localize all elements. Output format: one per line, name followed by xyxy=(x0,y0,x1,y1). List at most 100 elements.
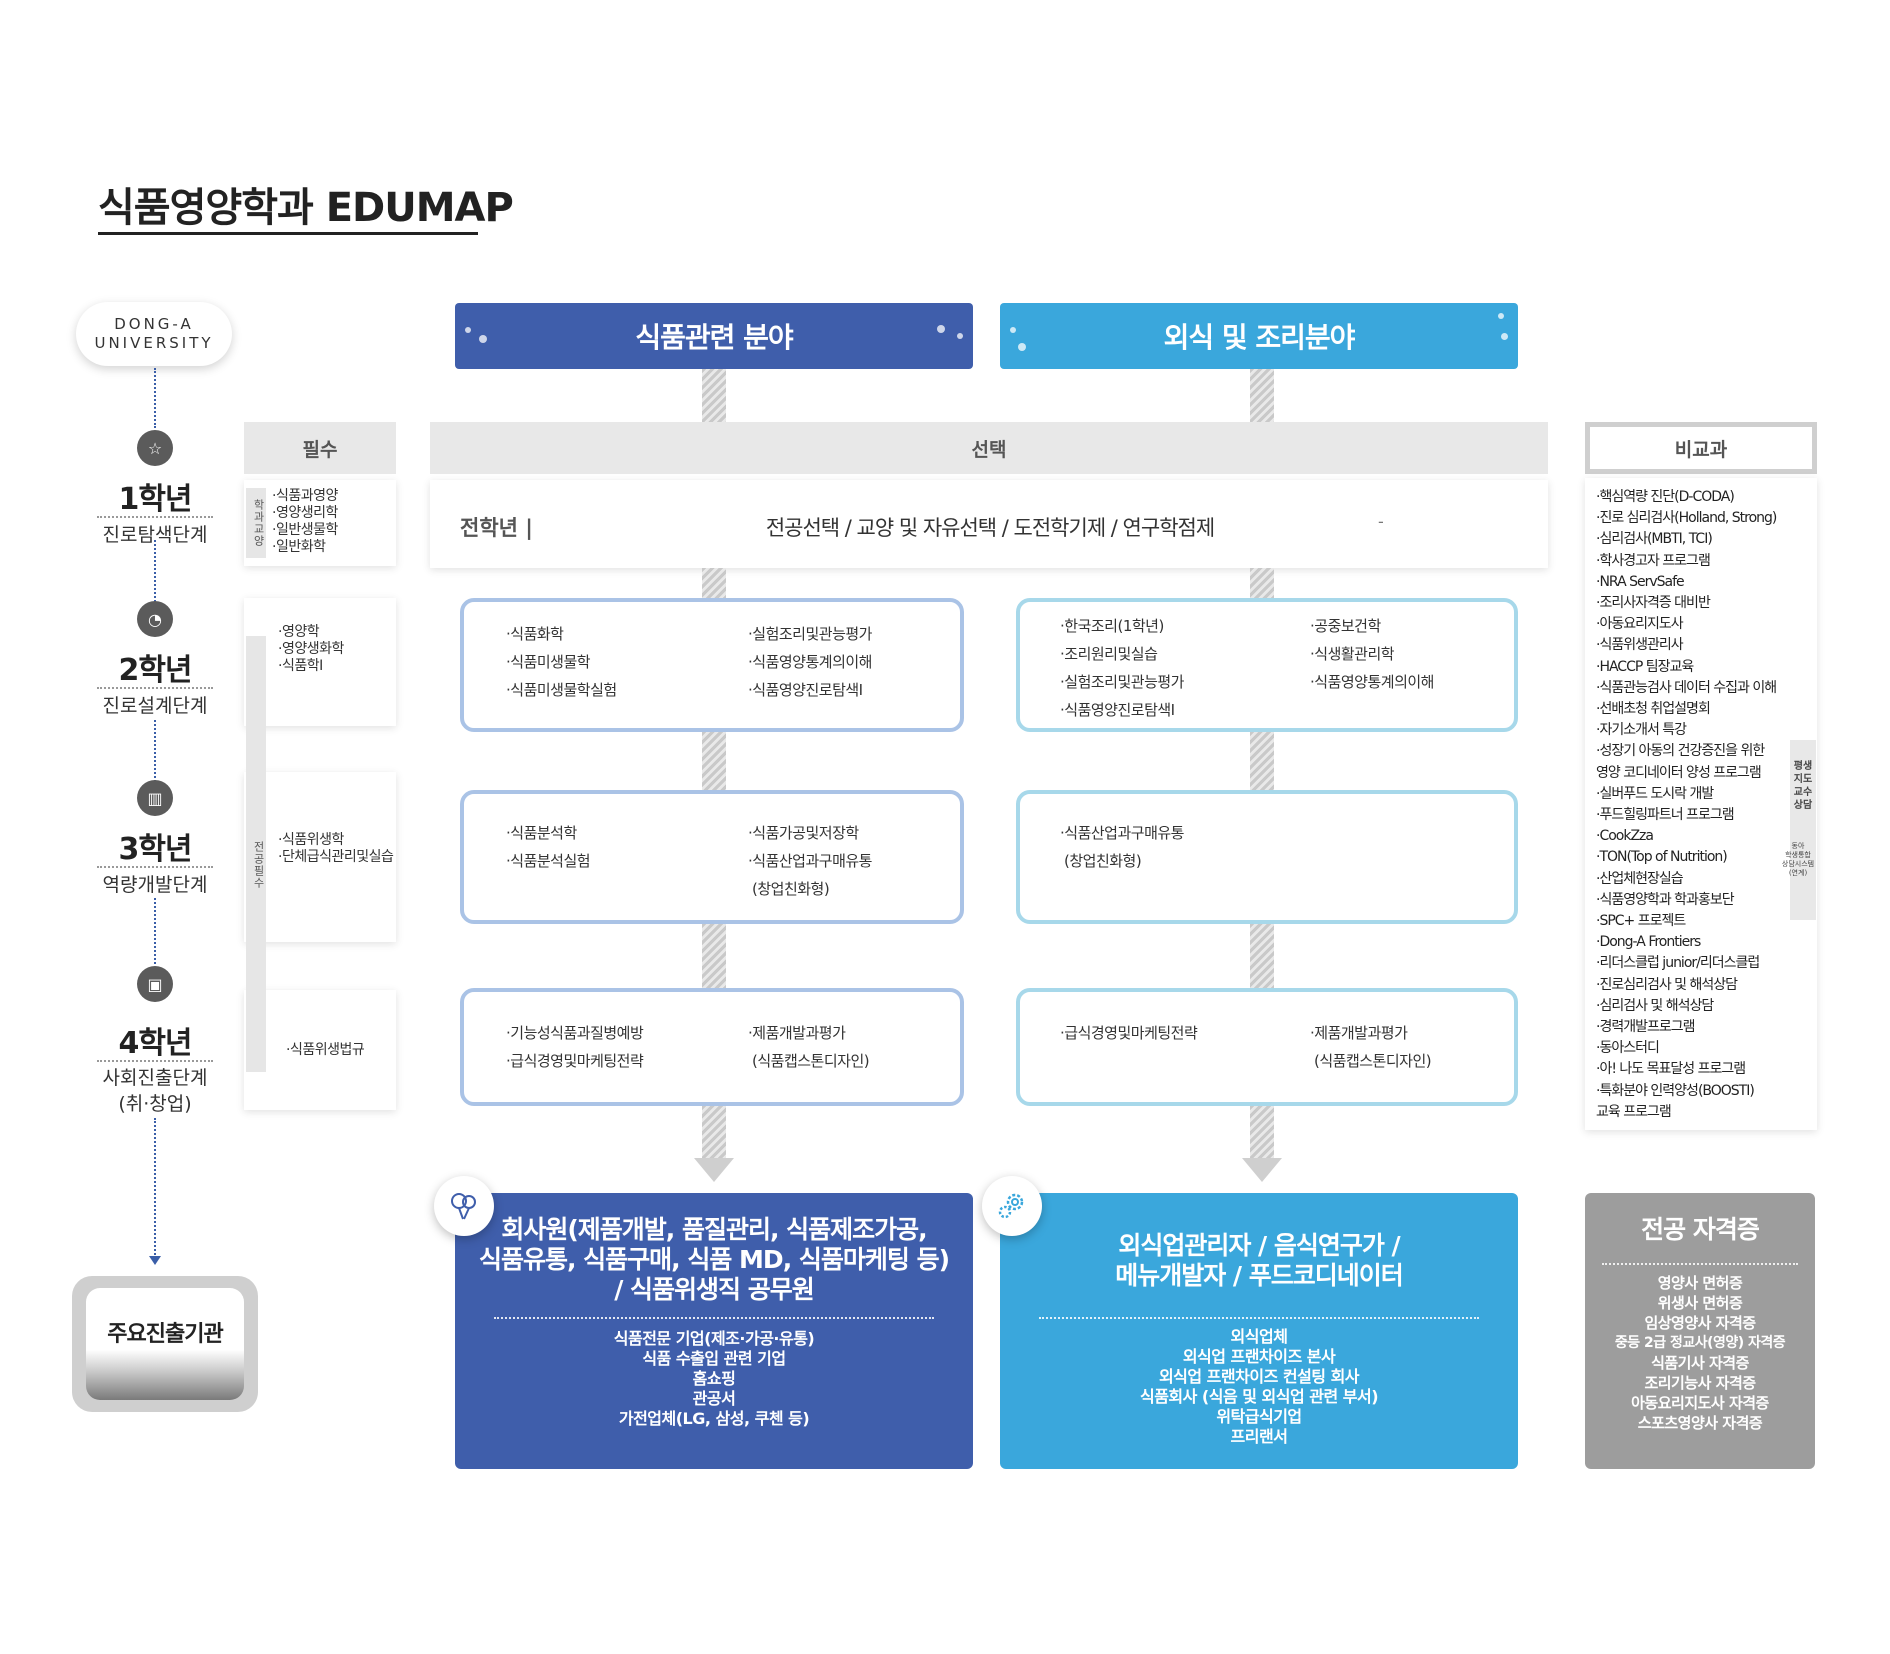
year-label: 1학년 xyxy=(118,482,192,517)
stage-label: 사회진출단계 xyxy=(102,1067,208,1089)
decor-dot xyxy=(465,327,471,333)
extra-item: ·리더스클럽 junior/리더스클럽 xyxy=(1596,955,1760,972)
decor-dot xyxy=(957,333,963,339)
course-item: ·식품미생물학실험 xyxy=(506,681,617,699)
extra-item: ·심리검사 및 해석상담 xyxy=(1596,997,1714,1014)
outcome-food-item: 식품전문 기업(제조·가공·유통) xyxy=(613,1329,815,1348)
stage-label: 진로설계단계 xyxy=(102,695,208,717)
extra-item: ·HACCP 팀장교육 xyxy=(1596,658,1694,675)
decor-dot xyxy=(479,335,487,343)
license-item: 중등 2급 정교사(영양) 자격증 xyxy=(1614,1335,1786,1351)
year-label: 4학년 xyxy=(118,1026,192,1061)
required-major-bar xyxy=(246,636,266,1072)
decor-dot xyxy=(1010,327,1016,333)
extra-item: ·식품영양학과 학과홍보단 xyxy=(1596,891,1735,908)
side-tag xyxy=(1790,740,1816,920)
decor-dot xyxy=(1018,343,1026,351)
course-item: ·식품가공및저장학 xyxy=(748,824,859,842)
required-card-year2 xyxy=(244,598,396,726)
decor-dot xyxy=(937,325,945,333)
course-item: ·식품분석실험 xyxy=(506,852,591,870)
outcome-food: 회사원(제품개발, 품질관리, 식품제조가공, 식품유통, 식품구매, 식품 M… xyxy=(455,1193,973,1469)
course-item: ·실험조리및관능평가 xyxy=(748,625,872,643)
outcome-food-title: 식품유통, 식품구매, 식품 MD, 식품마케팅 등) xyxy=(478,1245,950,1274)
extra-item: ·핵심역량 진단(D-CODA) xyxy=(1596,489,1735,505)
extra-item: ·선배초청 취업설명회 xyxy=(1596,701,1711,718)
extra-item: ·식품위생관리사 xyxy=(1596,637,1684,654)
course-item: ·영양생리학 xyxy=(272,505,338,521)
extra-item: ·경력개발프로그램 xyxy=(1596,1019,1696,1036)
course-item: ·기능성식품과질병예방 xyxy=(506,1024,644,1042)
extra-item: ·학사경고자 프로그램 xyxy=(1596,552,1711,569)
university-badge: DONG-A UNIVERSITY xyxy=(76,302,232,366)
extra-item: ·조리사자격증 대비반 xyxy=(1596,595,1711,612)
extra-item: ·특화분야 인력양성(BOOSTI) xyxy=(1596,1082,1755,1099)
course-item: ·제품개발과평가 xyxy=(1310,1024,1408,1042)
extra-item: ·식품관능검사 데이터 수집과 이해 xyxy=(1596,679,1777,696)
extra-item: ·동아스터디 xyxy=(1596,1040,1660,1057)
chart-icon: ▥ xyxy=(137,780,173,816)
extra-item: ·푸드힐링파트너 프로그램 xyxy=(1596,807,1735,824)
course-item: ·식생활관리학 xyxy=(1310,645,1395,663)
course-item: ·식품산업과구매유통 xyxy=(1060,824,1184,842)
gears-icon xyxy=(982,1176,1042,1236)
title-underline xyxy=(98,232,478,235)
year-divider xyxy=(97,516,213,518)
extra-item: ·SPC+ 프로젝트 xyxy=(1596,913,1686,930)
timeline-line xyxy=(154,540,156,606)
timeline-line xyxy=(154,368,156,428)
outcome-dining-item: 외식업체 xyxy=(1230,1327,1288,1346)
flow-arrow xyxy=(1250,732,1274,790)
outcome-dining-item: 프리랜서 xyxy=(1230,1427,1288,1446)
extra-item: ·TON(Top of Nutrition) xyxy=(1596,849,1728,866)
side-tag-text: 평생 지도 교수 상담 xyxy=(1793,761,1813,811)
course-item: ·급식경영및마케팅전략 xyxy=(506,1052,644,1070)
outcome-dining-item: 식품회사 (식음 및 외식업 관련 부서) xyxy=(1139,1387,1379,1406)
outcome-food-item: 식품 수출입 관련 기업 xyxy=(642,1349,786,1368)
course-item: ·영양생화학 xyxy=(278,641,344,657)
food-courses-year4 xyxy=(460,988,964,1106)
dining-courses-year3 xyxy=(1016,790,1518,924)
course-item: (식품캡스톤디자인) xyxy=(1314,1052,1432,1070)
extra-item: ·심리검사(MBTI, TCI) xyxy=(1596,531,1713,548)
extra-item: ·자기소개서 특강 xyxy=(1596,722,1687,739)
star-icon: ☆ xyxy=(137,430,173,466)
course-item: ·단체급식관리및실습 xyxy=(278,849,394,865)
label-required: 필수 xyxy=(244,422,396,474)
course-item: ·식품화학 xyxy=(506,625,564,643)
extra-item: ·진로심리검사 및 해석상담 xyxy=(1596,976,1738,993)
license-item: 임상영양사 자격증 xyxy=(1644,1314,1756,1332)
arrow-down-icon xyxy=(694,1158,734,1182)
field-header-dining: 외식 및 조리분야 xyxy=(1000,303,1518,369)
license-item: 조리기능사 자격증 xyxy=(1644,1374,1756,1392)
flow-arrow xyxy=(702,1106,726,1158)
extra-item: ·CookZza xyxy=(1596,828,1654,845)
year-label: 3학년 xyxy=(118,832,192,867)
dining-courses-year4 xyxy=(1016,988,1518,1106)
outcome-divider xyxy=(1602,1263,1798,1265)
timeline-line xyxy=(154,1118,156,1258)
field-header-food: 식품관련 분야 xyxy=(455,303,973,369)
required-list-year3: ·식품위생학 ·단체급식관리및실습 xyxy=(278,832,394,866)
license-item: 위생사 면허증 xyxy=(1657,1294,1743,1312)
outcome-food-title: / 식품위생직 공무원 xyxy=(614,1275,815,1304)
extra-item: 영양 코디네이터 양성 프로그램 xyxy=(1596,764,1762,781)
course-item: (식품캡스톤디자인) xyxy=(752,1052,870,1070)
outcome-food-item: 가전업체(LG, 삼성, 쿠첸 등) xyxy=(618,1409,810,1428)
extra-item: 교육 프로그램 xyxy=(1596,1103,1672,1120)
flow-arrow xyxy=(1250,1106,1274,1158)
dining-courses-year2 xyxy=(1016,598,1518,732)
clock-icon: ◔ xyxy=(137,601,173,637)
course-item: ·실험조리및관능평가 xyxy=(1060,673,1184,691)
flow-arrow xyxy=(702,369,726,422)
course-item: ·일반생물학 xyxy=(272,522,338,538)
timeline-line xyxy=(154,720,156,786)
license-item: 스포츠영양사 자격증 xyxy=(1637,1414,1763,1432)
outcome-divider xyxy=(494,1317,934,1319)
arrow-down-icon xyxy=(1242,1158,1282,1182)
field-header-dining-label: 외식 및 조리분야 xyxy=(1163,321,1356,354)
required-tag-major: 전공필수 xyxy=(252,841,265,889)
outcome-dining-title: 메뉴개발자 / 푸드코디네이터 xyxy=(1115,1261,1404,1290)
required-list-year4: ·식품위생법규 xyxy=(286,1042,365,1059)
extra-item: ·NRA ServSafe xyxy=(1596,573,1685,590)
